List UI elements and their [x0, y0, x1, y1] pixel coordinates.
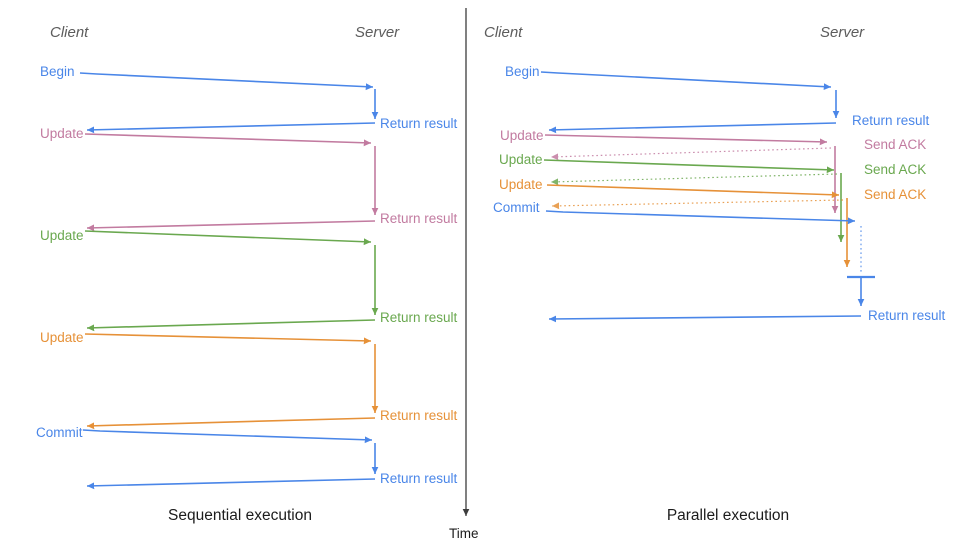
par-update1-ack-label: Send ACK	[864, 137, 926, 152]
seq-update1-response-label: Return result	[380, 211, 458, 226]
seq-begin-label: Begin	[40, 64, 75, 79]
par-update1-ack-dotted-arrow	[550, 147, 832, 161]
seq-update2-label: Update	[40, 228, 84, 243]
seq-update3-response-label: Return result	[380, 408, 458, 423]
par-begin-label: Begin	[505, 64, 540, 79]
seq-update1-response-arrow	[86, 220, 376, 232]
par-commit-response-arrow	[548, 315, 862, 323]
sequential-caption: Sequential execution	[168, 507, 312, 524]
par-update3-label: Update	[499, 177, 543, 192]
seq-commit-request-arrow	[82, 429, 373, 444]
seq-update1-label: Update	[40, 126, 84, 141]
par-update2-ack-dotted-arrow	[550, 173, 838, 186]
seq-update3-label: Update	[40, 330, 84, 345]
par-client-header: Client	[484, 24, 523, 41]
par-commit-label: Commit	[493, 200, 540, 215]
par-server-header: Server	[820, 24, 865, 41]
seq-begin-request-arrow	[79, 72, 374, 91]
sequential-diagram: Client Server Begin Return result Update…	[36, 24, 458, 524]
parallel-caption: Parallel execution	[667, 507, 789, 524]
par-begin-request-arrow	[540, 71, 832, 91]
par-update2-label: Update	[499, 152, 543, 167]
par-update3-request-arrow	[546, 184, 840, 199]
seq-update3-request-arrow	[84, 333, 372, 345]
par-update1-request-arrow	[544, 134, 828, 146]
par-update3-ack-label: Send ACK	[864, 187, 926, 202]
par-begin-response-arrow	[548, 122, 837, 134]
seq-update2-response-arrow	[86, 319, 376, 332]
seq-commit-label: Commit	[36, 425, 83, 440]
par-update2-request-arrow	[543, 159, 835, 174]
par-commit-request-arrow	[545, 210, 856, 225]
seq-begin-response-arrow	[86, 122, 376, 134]
seq-begin-response-label: Return result	[380, 116, 458, 131]
par-update2-ack-label: Send ACK	[864, 162, 926, 177]
seq-commit-response-label: Return result	[380, 471, 458, 486]
seq-server-header: Server	[355, 24, 400, 41]
time-axis-label: Time	[449, 526, 479, 540]
parallel-diagram: Client Server Begin Return result Update…	[484, 24, 946, 524]
seq-update1-request-arrow	[84, 133, 372, 147]
seq-client-header: Client	[50, 24, 89, 41]
time-axis: Time	[449, 8, 479, 540]
seq-update2-request-arrow	[84, 230, 372, 246]
par-update1-label: Update	[500, 128, 544, 143]
seq-update2-response-label: Return result	[380, 310, 458, 325]
seq-update3-response-arrow	[86, 417, 376, 430]
par-update3-ack-dotted-arrow	[551, 199, 844, 210]
seq-commit-response-arrow	[86, 478, 376, 490]
par-begin-response-label: Return result	[852, 113, 930, 128]
par-commit-response-label: Return result	[868, 308, 946, 323]
